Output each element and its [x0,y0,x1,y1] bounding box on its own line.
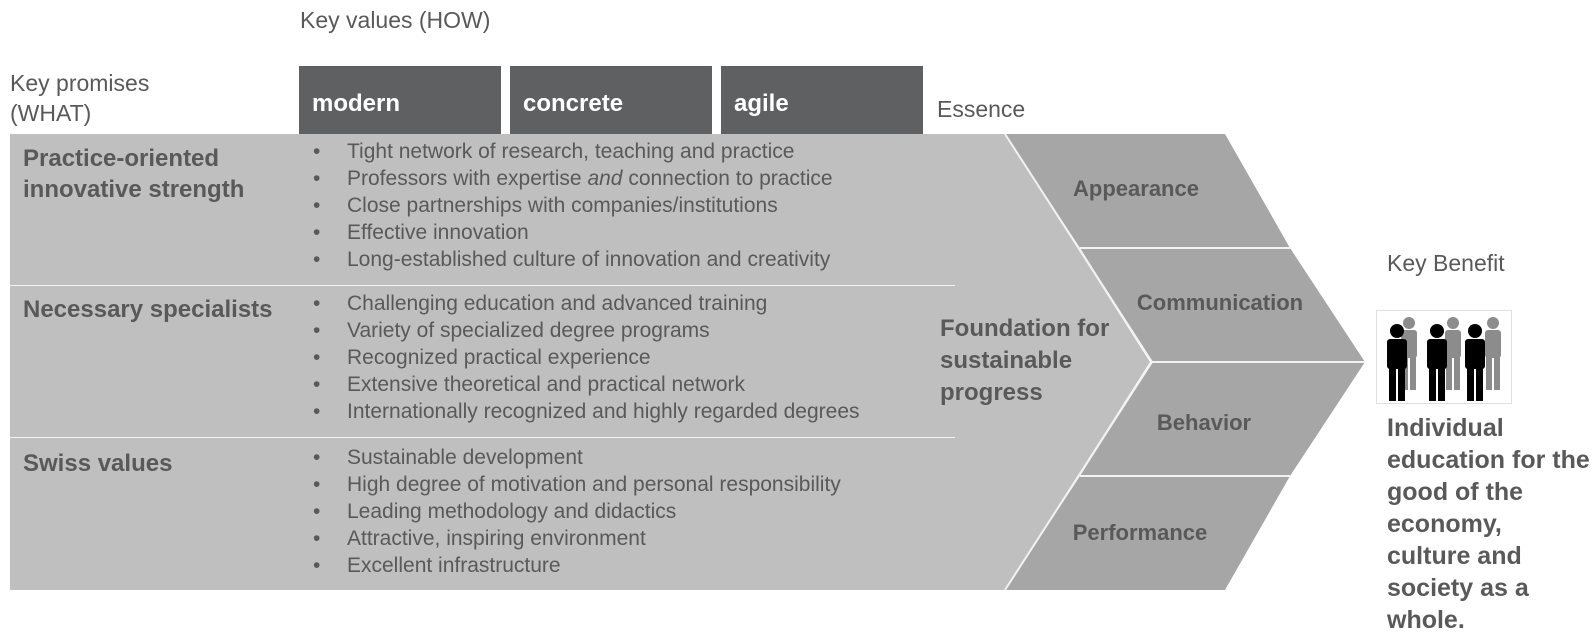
bullet-dot: • [313,140,321,163]
bullet-item: •Attractive, inspiring environment [313,527,646,550]
key-value-agile: agile [721,66,923,134]
bullet-dot: • [313,554,321,577]
bullet-dot: • [313,292,321,315]
key-value-modern: modern [299,66,501,134]
bullet-item: •High degree of motivation and personal … [313,473,841,496]
bullet-item: •Professors with expertise and connectio… [313,167,833,190]
essence-segment-appearance [1005,134,1290,248]
row-divider [10,437,955,438]
bullet-item: •Leading methodology and didactics [313,500,677,523]
key-benefit-text: Individual education for the good of the… [1387,414,1590,634]
bullet-dot: • [313,446,321,469]
bullet-item: •Recognized practical experience [313,346,651,369]
bullet-item: •Variety of specialized degree programs [313,319,710,342]
bullet-item: •Tight network of research, teaching and… [313,140,795,163]
key-value-concrete: concrete [510,66,712,134]
promise-bullet-list: •Tight network of research, teaching and… [313,138,953,273]
bullet-dot: • [313,221,321,244]
bullet-item: •Challenging education and advanced trai… [313,292,768,315]
promise-bullet-list: •Challenging education and advanced trai… [313,290,953,425]
essence-heading: Essence [937,96,1026,122]
bullet-dot: • [313,319,321,342]
main-chevron [10,134,1150,590]
essence-appearance: Appearance [1073,176,1199,201]
bullet-item: •Effective innovation [313,221,529,244]
bullet-item: •Excellent infrastructure [313,554,561,577]
promise-title: Necessary specialists [23,296,273,323]
bullet-dot: • [313,527,321,550]
essence-edge [1004,133,1153,363]
row-divider [10,285,955,286]
promise-bullet-list: •Sustainable development •High degree of… [313,444,953,579]
bullet-dot: • [313,248,321,271]
bullet-dot: • [313,373,321,396]
key-promises-heading: Key promises (WHAT) [10,70,150,126]
essence-communication: Communication [1136,290,1304,315]
bullet-dot: • [313,346,321,369]
bullet-dot: • [313,473,321,496]
essence-segment-communication [1080,248,1365,362]
essence-behavior: Behavior [1156,410,1252,435]
bullet-dot: • [313,167,321,190]
key-values-heading: Key values (HOW) [300,7,491,33]
bullet-dot: • [313,400,321,423]
bullet-item: •Extensive theoretical and practical net… [313,373,746,396]
key-benefit-heading: Key Benefit [1387,250,1505,276]
foundation-label: Foundation for sustainable progress [940,315,1110,406]
bullet-item: •Internationally recognized and highly r… [313,400,860,423]
bullet-item: •Long-established culture of innovation … [313,248,831,271]
promise-title: Swiss values [23,450,173,477]
essence-edge [1004,361,1153,591]
bullet-dot: • [313,194,321,217]
promise-title: Practice-oriented innovative strength [23,145,245,203]
bullet-dot: • [313,500,321,523]
bullet-item: •Sustainable development [313,446,583,469]
essence-segment-behavior [1080,362,1365,476]
people-group-icon-graphic [1387,317,1501,401]
essence-segment-performance [1005,476,1290,590]
essence-performance: Performance [1072,520,1208,545]
bullet-item: •Close partnerships with companies/insti… [313,194,778,217]
people-group-icon [1376,310,1512,404]
